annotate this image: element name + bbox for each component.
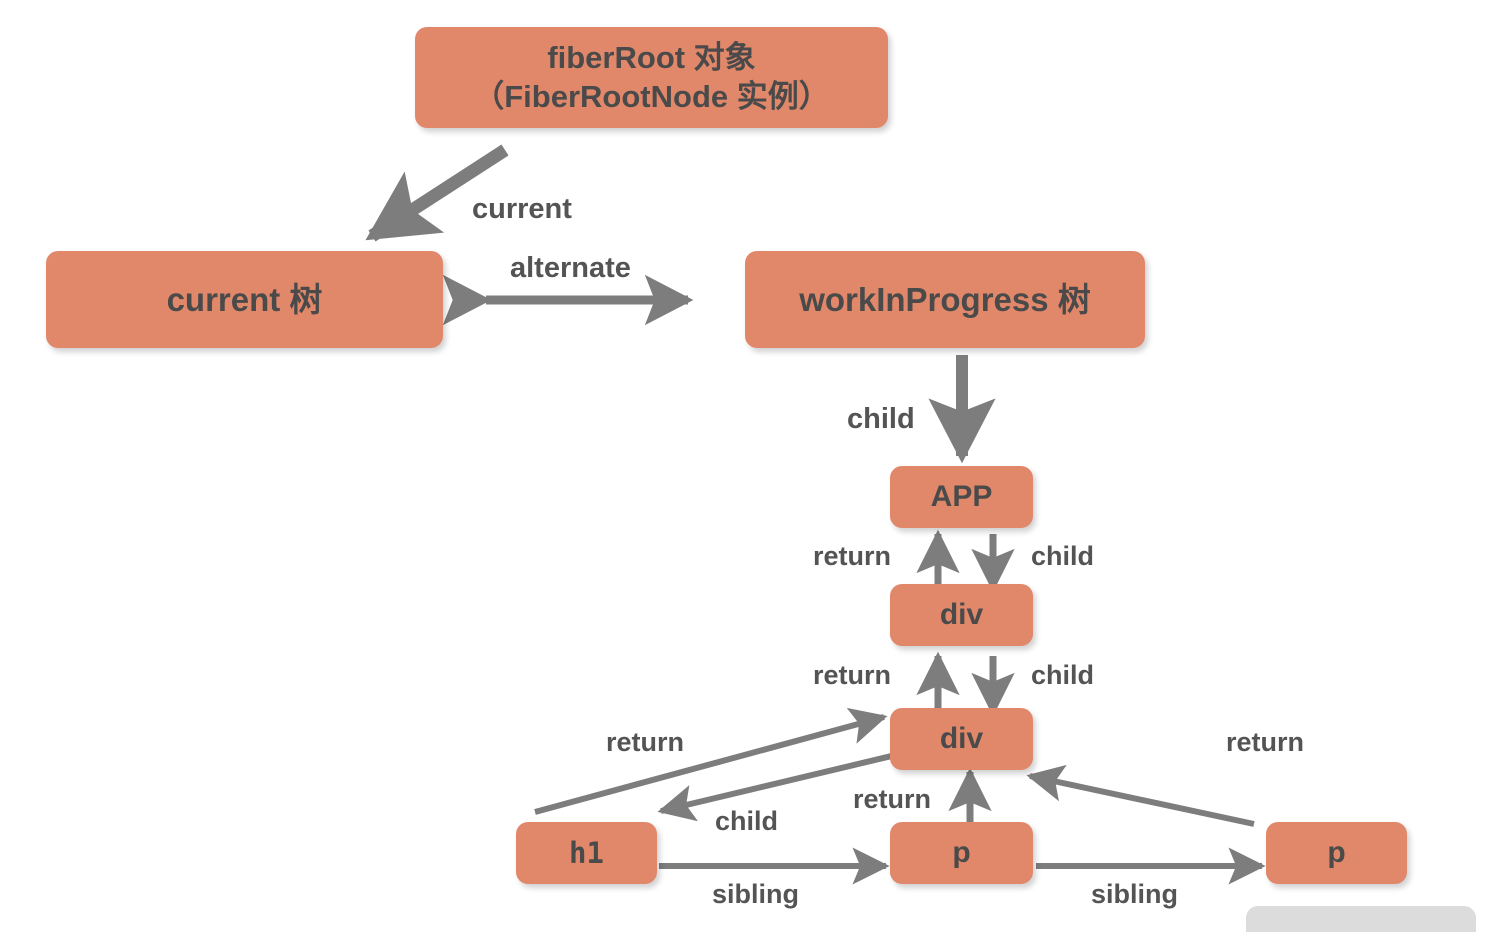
node-div-2[interactable]: div	[890, 708, 1033, 770]
edge-return-p2	[1026, 764, 1255, 827]
label-return-p2: return	[1226, 727, 1305, 757]
partial-ghost-box	[1246, 906, 1476, 932]
label-child-root: child	[847, 403, 915, 435]
label-sibling-h1-p1: sibling	[712, 879, 799, 909]
node-h1[interactable]: h1	[516, 822, 657, 884]
node-app[interactable]: APP	[890, 466, 1033, 528]
label-child-div2: child	[1031, 660, 1095, 690]
label-return-p1: return	[853, 784, 932, 814]
label-current: current	[472, 193, 572, 225]
node-p-1[interactable]: p	[890, 822, 1033, 884]
node-workinprogress-tree[interactable]: workInProgress 树	[745, 251, 1145, 348]
node-fiber-root[interactable]: fiberRoot 对象 （FiberRootNode 实例）	[415, 27, 888, 128]
label-alternate: alternate	[510, 252, 631, 284]
node-p-2[interactable]: p	[1266, 822, 1407, 884]
node-div-1[interactable]: div	[890, 584, 1033, 646]
label-child-h1: child	[715, 806, 779, 836]
label-return-app: return	[813, 541, 892, 571]
label-child-div1: child	[1031, 541, 1095, 571]
node-current-tree[interactable]: current 树	[46, 251, 443, 348]
label-return-h1: return	[606, 727, 685, 757]
edge-return-h1	[534, 707, 888, 815]
label-sibling-p1-p2: sibling	[1091, 879, 1178, 909]
label-return-div1: return	[813, 660, 892, 690]
